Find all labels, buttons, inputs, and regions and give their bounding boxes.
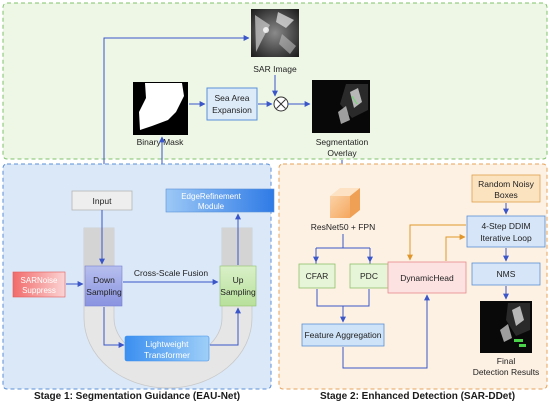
backbone-label: ResNet50 + FPN (311, 222, 376, 232)
multiply-operator-icon (273, 96, 289, 112)
sar-noise-box (12, 271, 66, 298)
stage2-caption: Stage 2: Enhanced Detection (SAR-DDet) (320, 391, 516, 402)
sea-area-expansion-line2: Expansion (212, 105, 252, 115)
arrow-transformer-to-up (210, 307, 241, 346)
stage1-region (2, 163, 272, 390)
lightweight-transformer-box (124, 335, 210, 362)
segmentation-overlay-thumbnail (312, 80, 370, 133)
up-sampling-line2: Sampling (220, 287, 256, 297)
feature-aggregation-box (301, 323, 385, 347)
arrow-aggregation-to-dynamichead (342, 294, 430, 369)
final-detection-thumbnail (480, 301, 532, 353)
sar-noise-line2: Suppress (22, 286, 56, 295)
random-noisy-line2: Boxes (494, 190, 518, 200)
ddim-line2: Iterative Loop (480, 233, 532, 243)
binary-mask-label: Binary Mask (137, 137, 185, 147)
edge-refinement-box (165, 188, 275, 213)
dynamic-head-box (387, 261, 467, 294)
segmentation-overlay-line1: Segmentation (316, 137, 369, 147)
random-noisy-box (471, 174, 541, 203)
sea-area-expansion-line1: Sea Area (215, 93, 250, 103)
arrow-pdc-to-aggregation (343, 289, 370, 307)
edge-refinement-line2: Module (198, 202, 225, 211)
nms-label: NMS (497, 269, 516, 279)
binary-mask-thumbnail (133, 82, 188, 135)
ddim-box (466, 215, 546, 248)
cfar-box (298, 263, 336, 289)
arrow-cfar-to-aggregation (316, 289, 346, 323)
lightweight-line1: Lightweight (145, 339, 189, 349)
dynamic-head-label: DynamicHead (400, 273, 454, 283)
backbone-cube-icon (330, 188, 360, 218)
sar-noise-line1: SARNoise (21, 276, 58, 285)
up-sampling-box (219, 265, 257, 307)
feature-aggregation-label: Feature Aggregation (304, 330, 381, 340)
sea-area-expansion-box (206, 87, 258, 121)
sar-image-label: SAR Image (253, 64, 297, 74)
backbone-branch (315, 234, 371, 264)
ddim-line1: 4-Step DDIM (481, 221, 530, 231)
arrow-down-to-transformer (103, 307, 125, 348)
arrow-input-to-sar (103, 35, 250, 190)
random-noisy-line1: Random Noisy (478, 179, 534, 189)
up-sampling-line1: Up (233, 275, 244, 285)
cross-scale-fusion-label: Cross-Scale Fusion (134, 268, 208, 278)
nms-box (471, 262, 541, 286)
arrow-dynamichead-to-ddim (445, 234, 466, 261)
edge-refinement-line1: EdgeRefinement (181, 192, 241, 201)
cfar-label: CFAR (306, 271, 329, 281)
stage1-caption: Stage 1: Segmentation Guidance (EAU-Net) (34, 391, 241, 402)
down-sampling-line2: Sampling (86, 287, 122, 297)
down-sampling-box (84, 265, 123, 307)
lightweight-line2: Transformer (144, 350, 190, 360)
pdc-box (349, 263, 389, 289)
arrow-ddim-to-dynamichead (407, 224, 466, 261)
sar-image-thumbnail (251, 9, 299, 57)
down-sampling-line1: Down (93, 275, 115, 285)
segmentation-overlay-line2: Overlay (327, 148, 357, 158)
final-line2: Detection Results (473, 367, 540, 377)
pdc-label: PDC (360, 271, 378, 281)
input-label: Input (93, 196, 113, 206)
final-line1: Final (497, 356, 516, 366)
